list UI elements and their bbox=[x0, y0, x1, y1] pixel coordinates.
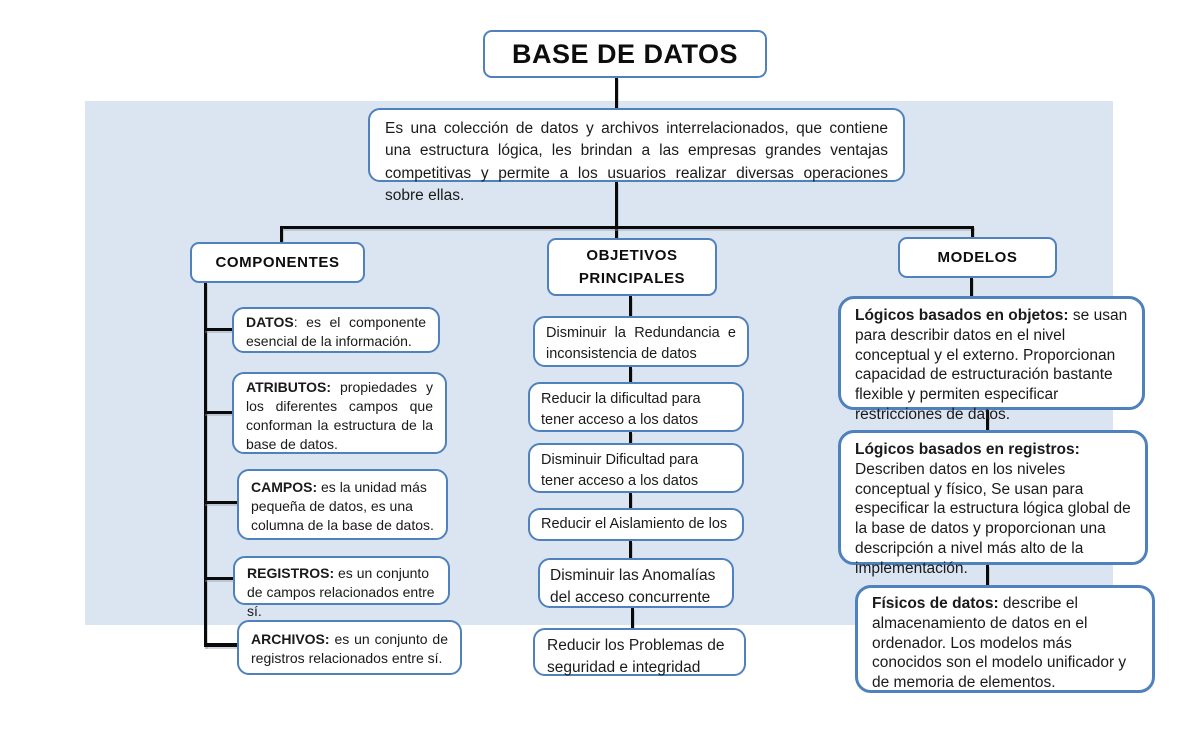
connector-modelos-1 bbox=[970, 277, 973, 296]
connector-objetivos-1 bbox=[629, 296, 632, 316]
node-objetivo-dificultad-1-text: Reducir la dificultad para tener acceso … bbox=[541, 391, 701, 428]
connector-objetivos-2 bbox=[629, 367, 632, 382]
node-datos-text: : es el componente esencial de la inform… bbox=[246, 314, 426, 350]
connector-drop-modelos bbox=[971, 226, 974, 238]
connector-title-description bbox=[615, 77, 618, 108]
connector-stub-campos bbox=[204, 501, 238, 504]
node-campos-text: es la unidad más pequeña de datos, es un… bbox=[251, 479, 434, 534]
connector-componentes-trunk bbox=[204, 282, 207, 647]
node-logicos-objetos: Lógicos basados en objetos: se usan para… bbox=[838, 296, 1145, 423]
branch-componentes: COMPONENTES bbox=[190, 242, 365, 283]
branch-objetivos: OBJETIVOS PRINCIPALES bbox=[547, 238, 717, 296]
node-logicos-registros-text: Describen datos en los niveles conceptua… bbox=[855, 460, 1131, 577]
connector-objetivos-6 bbox=[631, 608, 634, 628]
node-fisicos-datos-text: describe el almacenamiento de datos en e… bbox=[872, 595, 1127, 692]
connector-modelos-2 bbox=[986, 410, 989, 430]
branch-objetivos-label-line2: PRINCIPALES bbox=[578, 270, 686, 287]
connector-objetivos-3 bbox=[629, 432, 632, 444]
node-archivos: ARCHIVOS: es un conjunto de registros re… bbox=[237, 620, 462, 675]
node-objetivo-dificultad-1: Reducir la dificultad para tener acceso … bbox=[528, 382, 744, 432]
node-objetivo-seguridad: Reducir los Problemas de seguridad e int… bbox=[533, 628, 746, 676]
node-logicos-objetos-term: Lógicos basados en objetos: bbox=[855, 307, 1069, 324]
connector-modelos-3 bbox=[986, 565, 989, 585]
node-fisicos-datos-term: Físicos de datos: bbox=[872, 595, 999, 612]
branch-modelos-label: MODELOS bbox=[937, 249, 1018, 266]
node-fisicos-datos: Físicos de datos: describe el almacenami… bbox=[855, 585, 1155, 693]
node-registros-text: es un conjunto de campos relacionados en… bbox=[247, 565, 435, 620]
description-text: Es una colección de datos y archivos int… bbox=[385, 120, 888, 205]
node-campos-term: CAMPOS: bbox=[251, 479, 318, 495]
node-objetivo-anomalias: Disminuir las Anomalías del acceso concu… bbox=[538, 558, 734, 608]
node-archivos-text: es un conjunto de registros relacionados… bbox=[251, 631, 448, 667]
node-datos-term: DATOS bbox=[246, 314, 294, 330]
node-registros: REGISTROS: es un conjunto de campos rela… bbox=[233, 556, 450, 619]
node-objetivo-aislamiento-text: Reducir el Aislamiento de los bbox=[541, 516, 728, 533]
branch-objetivos-label-line1: OBJETIVOS bbox=[586, 246, 678, 264]
node-atributos-text: propiedades y los diferentes campos que … bbox=[246, 379, 433, 453]
node-objetivo-aislamiento: Reducir el Aislamiento de los bbox=[528, 508, 744, 541]
node-logicos-registros: Lógicos basados en registros: Describen … bbox=[838, 430, 1148, 577]
node-objetivo-dificultad-2: Disminuir Dificultad para tener acceso a… bbox=[528, 443, 744, 493]
node-archivos-term: ARCHIVOS: bbox=[251, 631, 330, 647]
connector-stub-archivos bbox=[204, 643, 238, 647]
node-datos: DATOS: es el componente esencial de la i… bbox=[232, 307, 440, 353]
node-atributos: ATRIBUTOS: propiedades y los diferentes … bbox=[232, 372, 447, 454]
root-title: BASE DE DATOS bbox=[511, 38, 739, 69]
root-node: BASE DE DATOS bbox=[483, 30, 767, 78]
connector-main-horizontal bbox=[280, 226, 974, 229]
node-objetivo-seguridad-text: Reducir los Problemas de seguridad e int… bbox=[547, 637, 725, 676]
connector-objetivos-5 bbox=[629, 541, 632, 558]
node-objetivo-redundancia-text: Disminuir la Redundancia e inconsistenci… bbox=[546, 325, 736, 362]
node-registros-term: REGISTROS: bbox=[247, 565, 335, 581]
connector-description-objetivos bbox=[615, 182, 618, 238]
connector-stub-datos bbox=[204, 328, 233, 331]
node-atributos-term: ATRIBUTOS: bbox=[246, 379, 332, 395]
connector-stub-registros bbox=[204, 577, 234, 580]
node-logicos-objetos-text: se usan para describir datos en el nivel… bbox=[855, 307, 1128, 424]
node-objetivo-dificultad-2-text: Disminuir Dificultad para tener acceso a… bbox=[541, 452, 699, 489]
branch-componentes-label: COMPONENTES bbox=[215, 254, 340, 271]
branch-modelos: MODELOS bbox=[898, 237, 1057, 278]
connector-stub-atributos bbox=[204, 411, 233, 414]
description-node: Es una colección de datos y archivos int… bbox=[368, 108, 905, 204]
connector-drop-componentes bbox=[280, 226, 283, 243]
node-campos: CAMPOS: es la unidad más pequeña de dato… bbox=[237, 469, 448, 540]
node-logicos-registros-term: Lógicos basados en registros: bbox=[855, 441, 1080, 458]
connector-objetivos-4 bbox=[629, 493, 632, 508]
node-objetivo-redundancia: Disminuir la Redundancia e inconsistenci… bbox=[533, 316, 749, 367]
node-objetivo-anomalias-text: Disminuir las Anomalías del acceso concu… bbox=[550, 567, 716, 606]
